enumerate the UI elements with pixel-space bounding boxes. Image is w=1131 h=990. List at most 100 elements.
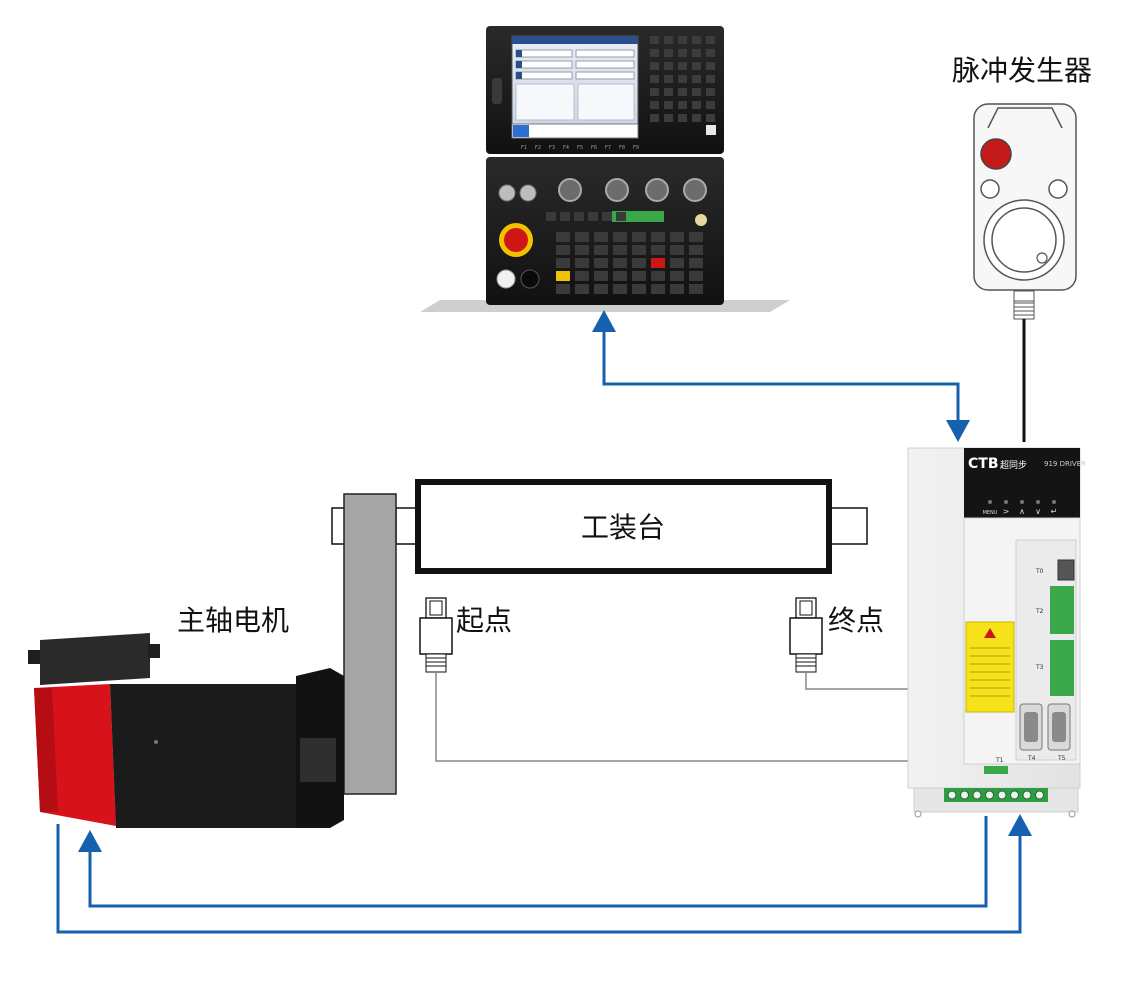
cnc-function-key-label: F2 [535, 145, 541, 151]
cnc-lower-key [575, 271, 589, 281]
cnc-lower-key [651, 271, 665, 281]
cnc-keypad-key [692, 49, 701, 57]
start-point-label: 起点 [456, 604, 512, 637]
start-sensor-wire [435, 672, 910, 762]
start-sensor-window [429, 600, 443, 616]
cnc-green-terminal [612, 211, 664, 222]
cnc-keypad-key [692, 88, 701, 96]
terminal-block-t3 [1050, 640, 1074, 696]
arrow-head-to-driver [946, 420, 970, 442]
cnc-softkey-bar [511, 123, 639, 139]
cnc-grey-button [519, 184, 537, 202]
driver-key-led [1020, 500, 1024, 504]
warning-label-lines [970, 647, 1010, 697]
cnc-keypad-key [706, 62, 715, 70]
cnc-lower-key [632, 258, 646, 268]
cnc-keypad-key [678, 75, 687, 83]
cnc-lower-key [651, 245, 665, 255]
worktable-left-collar [395, 507, 419, 545]
cnc-keypad-key [692, 62, 701, 70]
override-knob-4 [683, 178, 707, 202]
worktable-label: 工装台 [581, 511, 665, 544]
cnc-keypad-key [692, 75, 701, 83]
cnc-lower-key-grid [546, 212, 703, 294]
cnc-function-key-label: F8 [619, 145, 625, 151]
driver-brand-sub: 超同步 [1000, 459, 1027, 471]
cnc-keypad-key-white [706, 125, 716, 135]
arrow-head-to-cnc [592, 310, 616, 332]
pulse-generator-button-left [980, 179, 1000, 199]
cnc-lower-key [632, 271, 646, 281]
cnc-keypad-key [706, 88, 715, 96]
cnc-keypad-key [650, 36, 659, 44]
port-label-t4: T4 [1027, 755, 1036, 762]
override-knob-1 [558, 178, 582, 202]
pulse-generator-hook [987, 107, 1063, 129]
cnc-lower-key [556, 271, 570, 281]
worktable: 工装台 [331, 479, 868, 795]
port-label-t1: T1 [995, 757, 1004, 764]
end-sensor: 终点 [789, 597, 884, 673]
start-sensor-ribs [425, 653, 447, 673]
port-label-t5: T5 [1057, 755, 1066, 762]
cnc-keypad-key [692, 114, 701, 122]
cnc-lower-key [670, 271, 684, 281]
cnc-lower-key [632, 245, 646, 255]
cnc-lower-key [613, 245, 627, 255]
driver-key-label: ↵ [1051, 507, 1058, 516]
cnc-keypad-key [664, 88, 673, 96]
cnc-lower-key [556, 284, 570, 294]
driver-mount-hole-left [914, 810, 922, 818]
end-sensor-window [799, 600, 813, 616]
cnc-keypad-key [664, 101, 673, 109]
spindle-coupling-plate [343, 493, 397, 795]
terminal-block-t2 [1050, 586, 1074, 634]
cnc-keypad-key [678, 101, 687, 109]
motor-junction-clip-right [148, 644, 160, 658]
cnc-lower-key [594, 284, 608, 294]
cnc-lower-key [556, 258, 570, 268]
power-terminal-screw [997, 790, 1007, 800]
cnc-function-key-label: F3 [549, 145, 555, 151]
cnc-green-button [498, 184, 516, 202]
cnc-lower-key [613, 271, 627, 281]
power-terminal-screw [1035, 790, 1044, 800]
driver-top-panel [964, 448, 1080, 518]
cnc-lower-key [613, 284, 627, 294]
power-terminal-screw [1010, 790, 1019, 800]
pulse-generator-label: 脉冲发生器 [952, 54, 1092, 87]
motor-junction-box [40, 633, 150, 685]
cnc-lower-key [575, 284, 589, 294]
cnc-lower-key [575, 258, 589, 268]
cnc-screen-header [512, 36, 638, 44]
cnc-keypad-key [664, 75, 673, 83]
cnc-lower-key [575, 245, 589, 255]
cnc-lower-key [613, 258, 627, 268]
cnc-driver-link [602, 330, 960, 430]
motor-fan-grille [300, 738, 336, 782]
cnc-lower-key [651, 232, 665, 242]
driver-to-motor-link [88, 816, 988, 908]
pulse-generator: 脉冲发生器 [952, 54, 1092, 442]
cnc-key-switch [695, 214, 707, 226]
power-terminal-screw [985, 790, 994, 800]
cnc-lower-key [651, 284, 665, 294]
handwheel-inner [991, 207, 1057, 273]
driver-mount-hole-right [1068, 810, 1076, 818]
driver-key-label: ∨ [1035, 507, 1041, 516]
cnc-lower-key [632, 284, 646, 294]
override-knob-3 [645, 178, 669, 202]
cnc-mode-key [574, 212, 584, 221]
port-label-t0: T0 [1035, 568, 1044, 575]
arrow-head-encoder-to-driver [1008, 814, 1032, 836]
power-terminal [944, 788, 1048, 802]
power-terminal-screw [1022, 790, 1032, 800]
spindle-motor-label: 主轴电机 [177, 604, 289, 637]
motor-body [110, 684, 296, 828]
cnc-mode-key [560, 212, 570, 221]
power-terminal-screw [972, 790, 982, 800]
cnc-keypad-key [678, 36, 687, 44]
cycle-stop-button [520, 269, 540, 289]
cnc-keypad-key [706, 36, 715, 44]
cnc-keypad-key [706, 49, 715, 57]
